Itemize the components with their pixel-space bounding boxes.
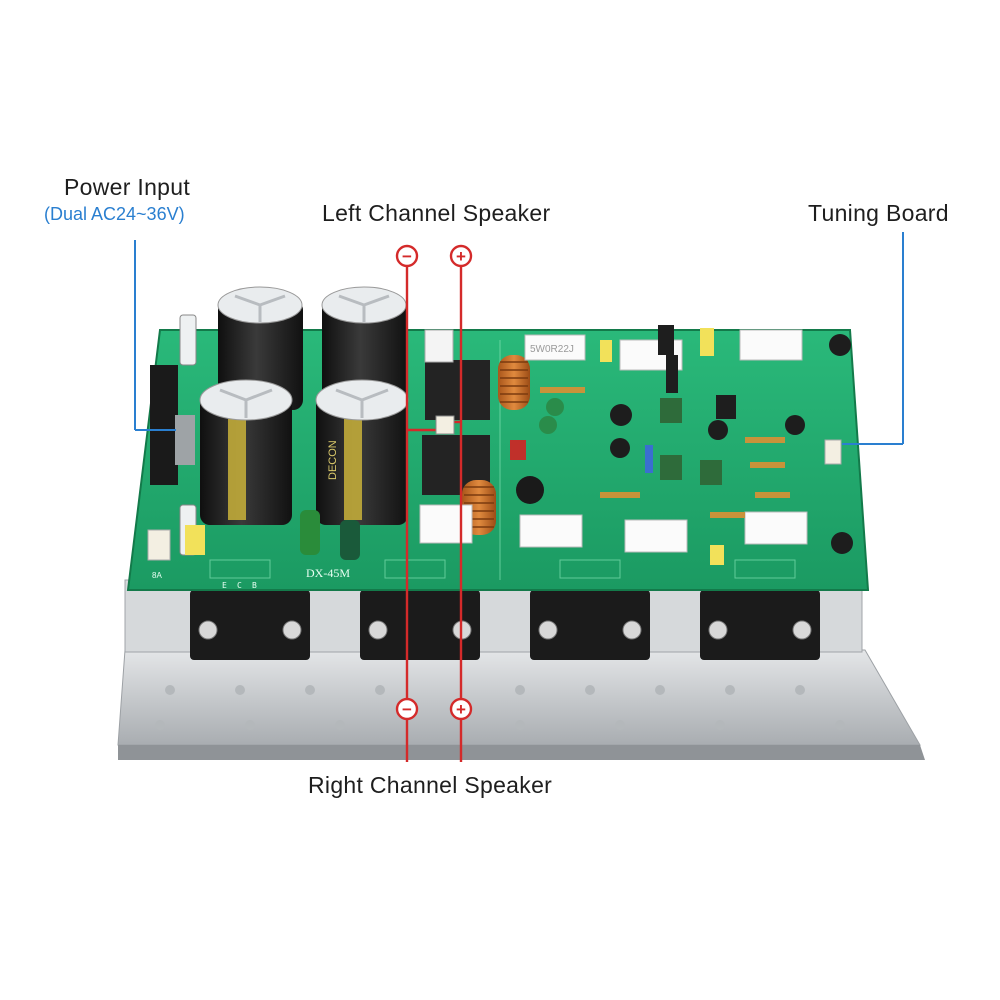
right-positive-symbol: +: [456, 700, 466, 719]
right-positive-terminal: +: [449, 697, 473, 721]
power-input-spec: (Dual AC24~36V): [44, 204, 185, 224]
resistor-marking-text: 5W0R22J: [530, 344, 574, 355]
small-components: [185, 325, 853, 565]
right-negative-symbol: −: [402, 700, 412, 719]
power-resistors: 5W0R22J: [419, 329, 808, 553]
power-transistors: [190, 590, 820, 660]
left-channel-label: Left Channel Speaker: [322, 200, 551, 226]
pin-label-e: E: [222, 581, 227, 590]
left-positive-terminal: +: [449, 244, 473, 268]
tuning-board-label: Tuning Board: [808, 200, 949, 226]
speaker-output-connector: [435, 415, 455, 435]
power-input-label: Power Input: [64, 174, 191, 200]
power-input-leader: [134, 240, 176, 431]
fuse-rating-text: 8A: [152, 571, 162, 580]
right-negative-terminal: −: [395, 697, 419, 721]
tuning-board-leader: [842, 232, 904, 445]
pin-label-b: B: [252, 581, 257, 590]
relays: [422, 329, 490, 495]
left-positive-symbol: +: [456, 247, 466, 266]
right-speaker-leaders: [405, 718, 463, 762]
board-model-text: DX-45M: [306, 566, 350, 580]
cap-brand-text: DECON: [327, 440, 339, 480]
left-negative-terminal: −: [395, 244, 419, 268]
power-input-connector: [147, 365, 195, 561]
left-negative-symbol: −: [402, 247, 412, 266]
filter-capacitors: DECON: [199, 286, 409, 525]
right-channel-label: Right Channel Speaker: [308, 772, 553, 798]
pin-label-c: C: [237, 581, 242, 590]
